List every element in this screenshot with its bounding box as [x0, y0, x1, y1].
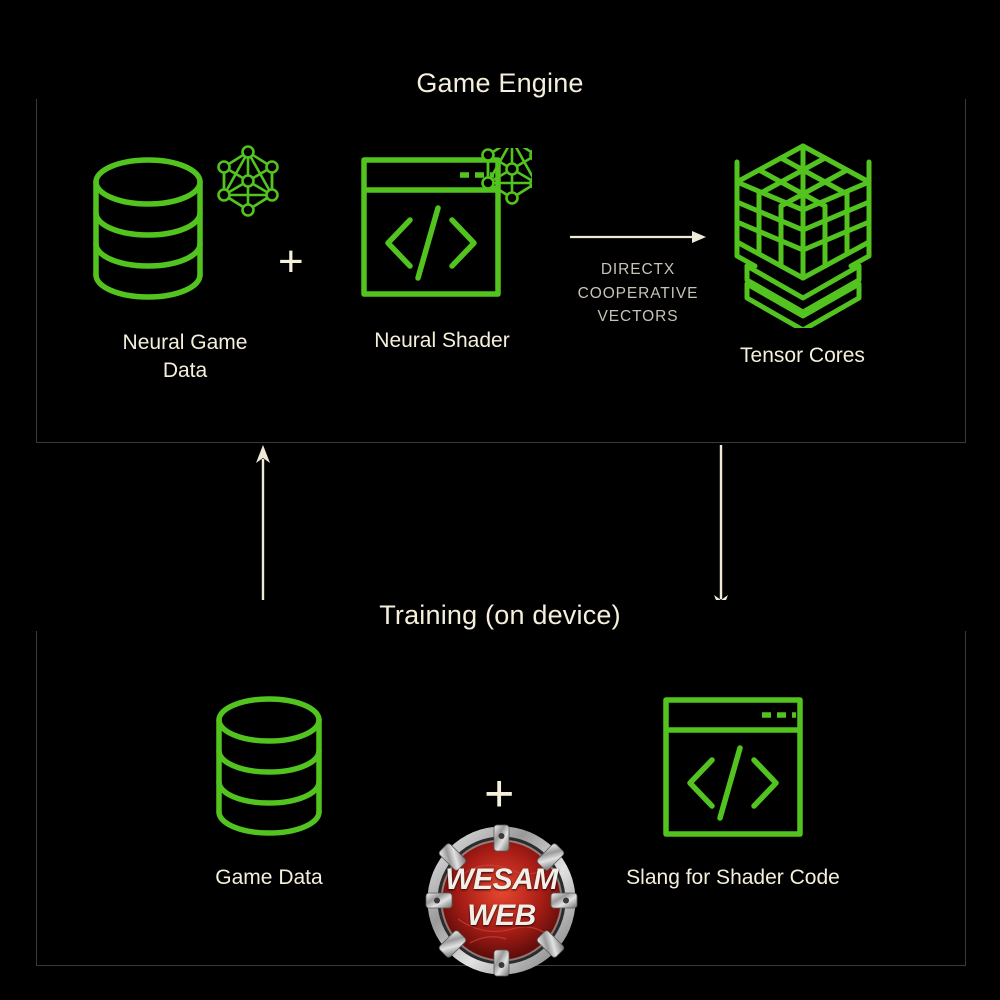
- plus-operator-top: +: [278, 237, 304, 286]
- node-neural-shader: Neural Shader: [352, 148, 532, 355]
- game-engine-title-text: Game Engine: [398, 68, 602, 98]
- game-data-label: Game Data: [215, 866, 323, 889]
- node-game-data: Game Data: [180, 690, 358, 892]
- arrow-down-icon: [714, 445, 728, 613]
- directx-connector-label: DIRECTX COOPERATIVE VECTORS: [577, 261, 699, 326]
- neural-network-icon: [217, 145, 279, 217]
- neural-network-icon: [481, 148, 532, 205]
- database-icon: [216, 696, 322, 836]
- neural-game-data-icon-group: [85, 140, 285, 315]
- training-title-text: Training (on device): [361, 600, 639, 630]
- tensor-cores-icon-group: [715, 138, 891, 328]
- code-window-icon: [663, 697, 803, 837]
- slang-shader-code-label: Slang for Shader Code: [626, 866, 840, 889]
- arrow-engine-to-training: [710, 443, 732, 620]
- game-engine-section-title: Game Engine: [0, 68, 1000, 99]
- neural-shader-label: Neural Shader: [374, 329, 510, 352]
- plus-operator-bottom: +: [484, 765, 515, 823]
- directx-cooperative-vectors-connector: DIRECTX COOPERATIVE VECTORS: [558, 228, 718, 329]
- tensor-cores-label: Tensor Cores: [740, 344, 865, 367]
- game-data-icon-group: [204, 690, 334, 850]
- arrow-training-to-engine: [252, 443, 274, 620]
- code-window-icon: [361, 148, 532, 297]
- database-icon: [93, 145, 279, 300]
- arrow-right-icon: [570, 231, 706, 243]
- node-tensor-cores: Tensor Cores: [700, 138, 905, 370]
- arrow-up-icon: [256, 445, 270, 613]
- node-neural-game-data: Neural Game Data: [70, 140, 300, 384]
- neural-shader-icon-group: [352, 148, 532, 313]
- slang-shader-icon-group: [658, 690, 808, 850]
- tensor-cube-icon: [734, 143, 871, 328]
- node-slang-shader-code: Slang for Shader Code: [608, 690, 858, 892]
- training-section-title: Training (on device): [0, 600, 1000, 631]
- neural-game-data-label: Neural Game Data: [122, 331, 248, 382]
